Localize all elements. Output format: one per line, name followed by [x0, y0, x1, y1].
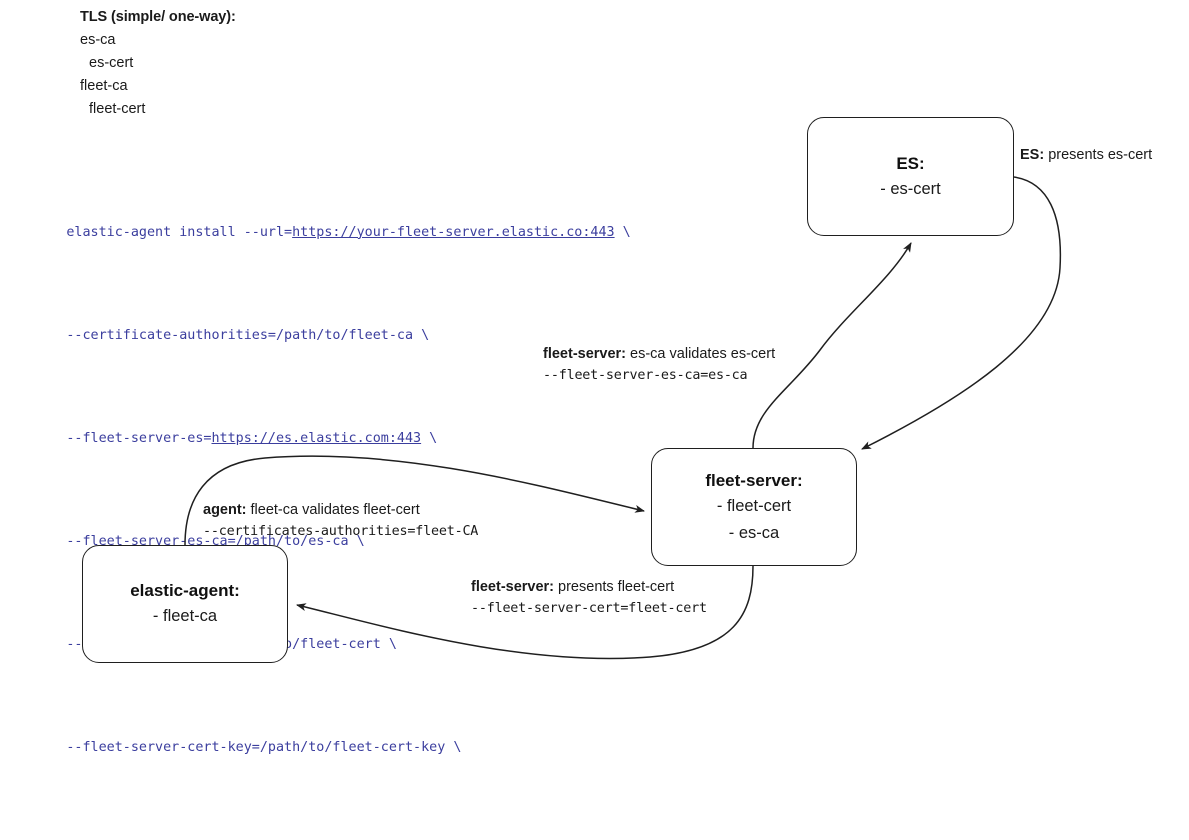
edge-label-rest: fleet-ca validates fleet-cert: [246, 502, 420, 518]
edge-label-rest: presents es-cert: [1044, 147, 1153, 163]
command-line: elastic-agent install --url=https://your…: [18, 202, 631, 264]
edge-label-strong: ES:: [1020, 147, 1045, 163]
legend-item-fleet-ca: fleet-ca: [80, 78, 128, 94]
tls-legend: TLS (simple/ one-way): es-ca es-cert fle…: [80, 6, 236, 121]
edge-label-fleet-validates: fleet-server: es-ca validates es-cert --…: [543, 344, 775, 386]
node-fleet-server-line: - fleet-cert: [716, 496, 792, 515]
fleet-server-url-link[interactable]: https://your-fleet-server.elastic.co:443: [292, 224, 615, 240]
edge-label-flag: --fleet-server-cert=fleet-cert: [471, 601, 707, 616]
node-elastic-agent-title: elastic-agent:: [130, 581, 240, 600]
edge-label-rest: es-ca validates es-cert: [626, 346, 776, 362]
edge-label-agent-validates: agent: fleet-ca validates fleet-cert --c…: [203, 500, 478, 542]
command-text: \: [614, 224, 631, 240]
command-text: \: [421, 430, 438, 446]
edge-label-strong: agent:: [203, 502, 247, 518]
node-fleet-server-line: - es-ca: [728, 523, 780, 542]
legend-item-fleet-cert: fleet-cert: [89, 101, 146, 117]
edge-label-rest: presents fleet-cert: [554, 579, 675, 595]
legend-title: TLS (simple/ one-way):: [80, 9, 236, 25]
command-text: --fleet-server-es=: [66, 430, 212, 446]
node-elastic-agent[interactable]: elastic-agent: - fleet-ca: [82, 545, 288, 663]
command-text: --fleet-server-cert-key=/path/to/fleet-c…: [66, 739, 462, 755]
command-line: --certificate-authorities=/path/to/fleet…: [18, 305, 631, 367]
edge-label-fleet-presents: fleet-server: presents fleet-cert --flee…: [471, 577, 707, 619]
edge-label-es-presents: ES: presents es-cert: [1020, 145, 1152, 166]
edge-label-strong: fleet-server:: [471, 579, 555, 595]
command-text: elastic-agent install --url=: [66, 224, 293, 240]
legend-item-es-cert: es-cert: [89, 55, 134, 71]
edge-fleet-to-es: [752, 242, 912, 449]
command-text: --certificate-authorities=/path/to/fleet…: [66, 327, 430, 343]
edge-label-flag: --fleet-server-es-ca=es-ca: [543, 368, 748, 383]
node-fleet-server-title: fleet-server:: [705, 470, 803, 490]
node-es[interactable]: ES: - es-cert: [807, 117, 1014, 236]
node-es-line: - es-cert: [880, 179, 941, 198]
node-fleet-server[interactable]: fleet-server: - fleet-cert - es-ca: [651, 448, 857, 566]
command-line: --fleet-server-cert-key=/path/to/fleet-c…: [18, 717, 631, 779]
es-url-link[interactable]: https://es.elastic.com:443: [211, 430, 422, 446]
node-elastic-agent-line: - fleet-ca: [152, 607, 218, 625]
command-line: --fleet-server-service-token=FLEET-SERVE…: [18, 820, 631, 840]
edge-label-flag: --certificates-authorities=fleet-CA: [203, 524, 479, 539]
node-es-title: ES:: [896, 153, 925, 173]
command-line: --fleet-server-es=https://es.elastic.com…: [18, 408, 631, 470]
legend-item-es-ca: es-ca: [80, 32, 116, 48]
edge-label-strong: fleet-server:: [543, 346, 627, 362]
